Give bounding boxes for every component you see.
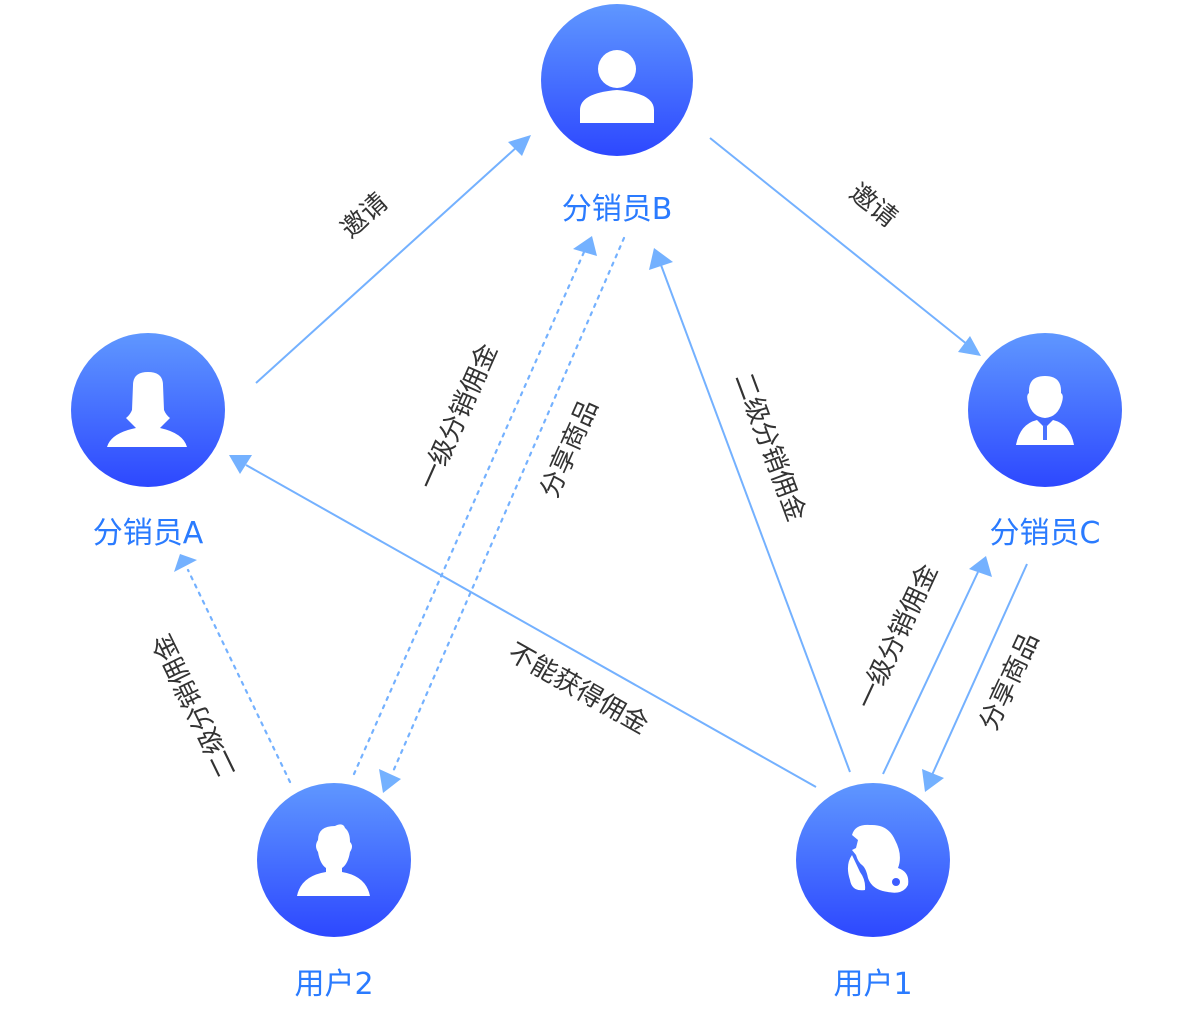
edge-line <box>186 568 292 784</box>
edge-c-shares-to-user1: 分享商品 <box>922 563 1045 792</box>
node-distributor-c[interactable]: 分销员C <box>968 333 1122 551</box>
edge-line <box>931 563 1028 776</box>
edge-user2-to-a-commission: 二级分销佣金 <box>147 554 292 784</box>
nodes: 分销员B 分销员A 分销员C 用户2 <box>71 4 1122 1002</box>
edge-label: 一级分销佣金 <box>413 339 504 494</box>
edge-line <box>660 264 851 773</box>
node-label: 分销员B <box>562 192 673 227</box>
edge-line <box>352 250 586 776</box>
node-user-2[interactable]: 用户2 <box>257 783 411 1002</box>
arrow-head <box>649 248 673 270</box>
edge-label: 分享商品 <box>535 395 605 502</box>
edge-line <box>709 137 969 346</box>
node-label: 分销员A <box>93 516 204 551</box>
edge-user1-to-b-commission: 二级分销佣金 <box>649 248 851 773</box>
edge-label: 二级分销佣金 <box>728 369 811 526</box>
arrow-head <box>379 769 401 793</box>
edge-line <box>245 464 817 788</box>
edges: 邀请 邀请 一级分销佣金 分享商品 二级分销佣金 <box>147 135 1045 793</box>
arrow-head <box>508 135 531 156</box>
edge-line <box>390 236 626 776</box>
edge-label: 邀请 <box>843 178 902 234</box>
node-distributor-a[interactable]: 分销员A <box>71 333 225 551</box>
arrow-head <box>174 554 197 572</box>
edge-b-invites-c: 邀请 <box>709 137 981 356</box>
edge-label: 邀请 <box>335 188 394 245</box>
arrow-head <box>958 336 981 356</box>
person-businessman-icon <box>1016 376 1074 445</box>
edge-line <box>255 145 519 384</box>
edge-label: 一级分销佣金 <box>851 560 944 714</box>
node-label: 用户2 <box>294 967 373 1002</box>
node-user-1[interactable]: 用户1 <box>796 783 950 1002</box>
node-label: 分销员C <box>990 516 1101 551</box>
node-label: 用户1 <box>833 967 912 1002</box>
person-generic-icon <box>580 50 654 123</box>
arrow-head <box>969 556 992 577</box>
person-curly-hair-icon <box>847 824 909 893</box>
arrow-head <box>573 236 597 256</box>
edge-line <box>882 571 979 775</box>
node-distributor-b[interactable]: 分销员B <box>541 4 693 227</box>
person-male-icon <box>297 824 370 896</box>
arrow-head <box>229 455 252 474</box>
edge-user1-to-a-no-commission: 不能获得佣金 <box>229 455 817 788</box>
edge-label: 分享商品 <box>974 628 1045 735</box>
edge-user1-to-c-commission: 一级分销佣金 <box>851 556 992 775</box>
arrow-head <box>922 769 944 792</box>
person-female-icon <box>107 372 187 447</box>
